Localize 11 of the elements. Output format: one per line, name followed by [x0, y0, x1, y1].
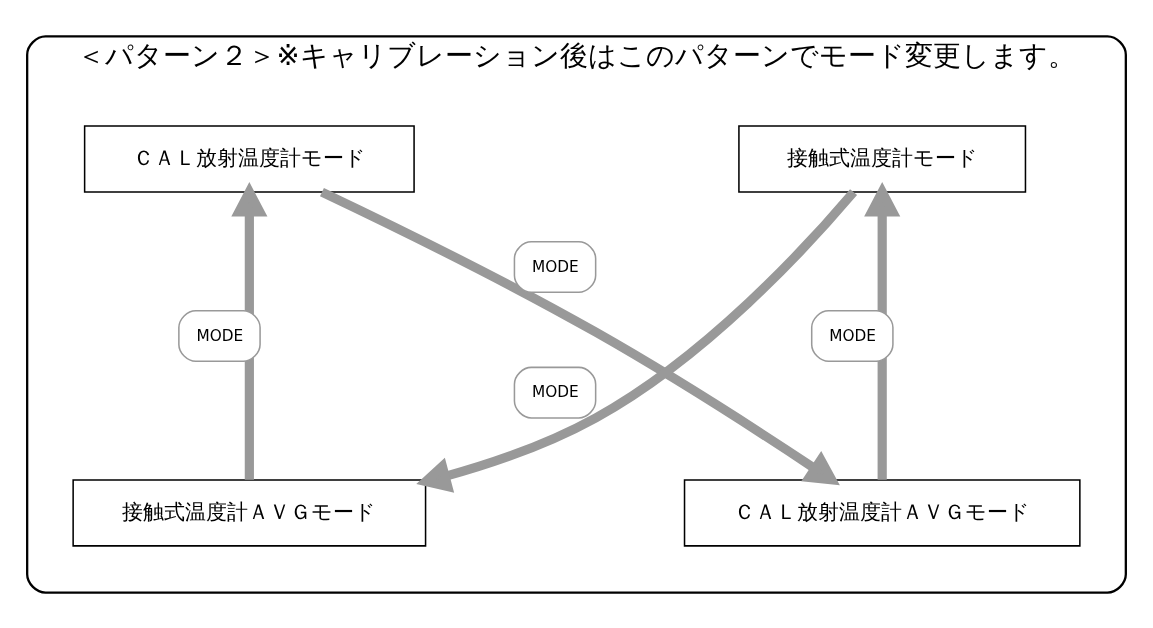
arrow: [231, 181, 268, 480]
arrow: [864, 181, 901, 480]
node-box: 接触式温度計ＡＶＧモード: [72, 478, 427, 547]
node-box: 接触式温度計モード: [738, 124, 1027, 193]
arrow: [319, 187, 840, 485]
node-box: ＣＡＬ放射温度計ＡＶＧモード: [683, 478, 1081, 547]
node-box: ＣＡＬ放射温度計モード: [83, 124, 415, 193]
edge-label: MODE: [196, 326, 244, 345]
edge-label: MODE: [532, 257, 579, 276]
edge-label: MODE: [829, 326, 877, 345]
edge-label: MODE: [532, 382, 579, 401]
